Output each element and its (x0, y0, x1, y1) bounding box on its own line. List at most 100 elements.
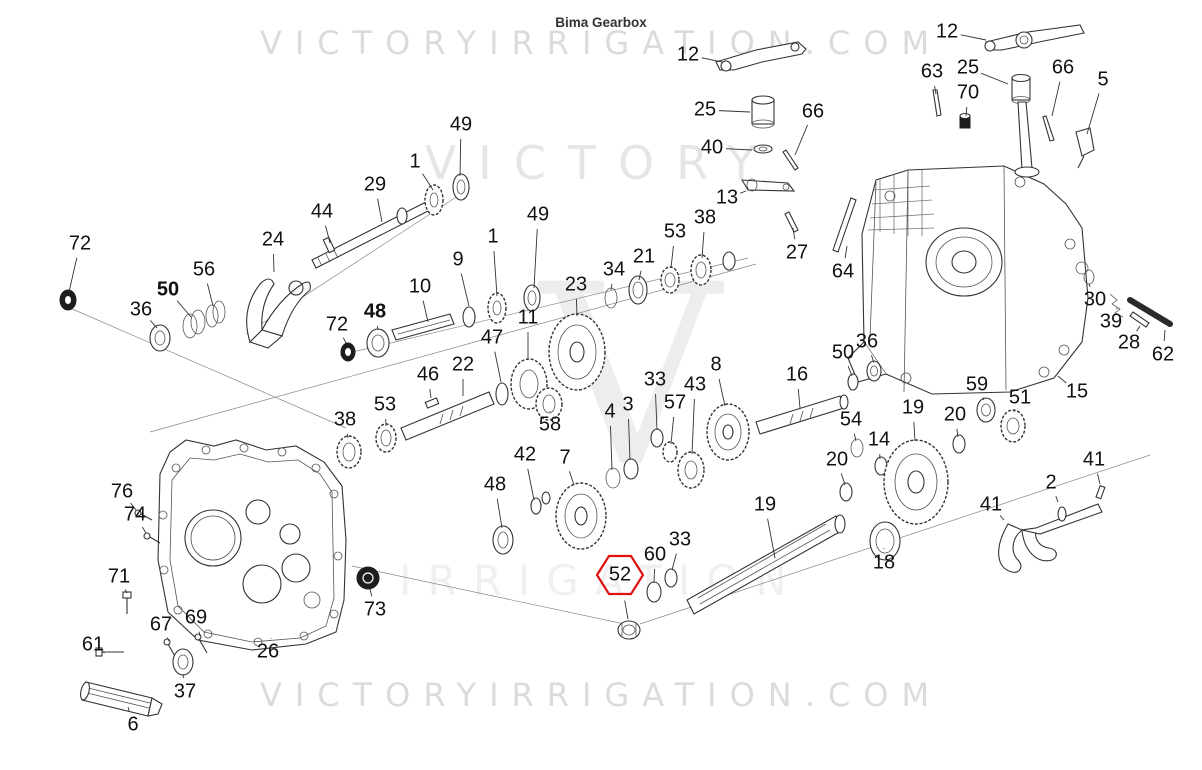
part-label: 2 (1045, 471, 1057, 494)
part-label: 16 (785, 363, 809, 386)
part-label: 8 (710, 353, 722, 376)
part-label: 37 (173, 680, 197, 703)
part-label: 20 (943, 403, 967, 426)
shift-fork-right (998, 484, 1106, 573)
part-label: 66 (1051, 56, 1075, 79)
part-label: 6 (127, 713, 139, 736)
part-label: 49 (449, 113, 473, 136)
part-label: 67 (149, 613, 173, 636)
part-label: 63 (920, 60, 944, 83)
part-label: 39 (1099, 310, 1123, 333)
part-label: 1 (409, 150, 421, 173)
part-label: 25 (693, 98, 717, 121)
part-label: 51 (1008, 386, 1032, 409)
countershaft-assembly (336, 391, 495, 469)
part-label: 50 (156, 278, 180, 301)
part-label: 40 (700, 136, 724, 159)
part-label: 21 (632, 245, 656, 268)
part-label: 20 (825, 448, 849, 471)
part-label: 72 (68, 232, 92, 255)
part-label: 15 (1065, 380, 1089, 403)
part-label: 33 (668, 528, 692, 551)
part-label: 73 (363, 598, 387, 621)
mainshaft-row (492, 394, 849, 555)
part-label: 60 (643, 543, 667, 566)
part-label: 18 (872, 551, 896, 574)
part-label: 29 (363, 173, 387, 196)
part-label: 69 (184, 606, 208, 629)
part-label-highlighted: 52 (608, 563, 632, 586)
part-label: 22 (451, 353, 475, 376)
part-label: 70 (956, 81, 980, 104)
part-label: 19 (753, 493, 777, 516)
part-label: 42 (513, 443, 537, 466)
top-shaft-assembly (311, 173, 470, 269)
highlight-hexagon (595, 554, 645, 596)
part-label: 11 (517, 306, 539, 329)
part-label: 7 (559, 446, 571, 469)
shift-fork-left (246, 278, 311, 349)
part-label: 38 (693, 206, 717, 229)
part-label: 72 (325, 313, 349, 336)
part-label: 26 (256, 640, 280, 663)
part-label: 36 (855, 330, 879, 353)
part-label: 4 (604, 400, 616, 423)
cover-plate (157, 439, 347, 651)
part-label: 36 (129, 298, 153, 321)
part-label: 28 (1117, 331, 1141, 354)
gear-case (847, 165, 1089, 395)
part-label: 13 (715, 186, 739, 209)
part-label: 9 (452, 248, 464, 271)
part-label: 59 (965, 373, 989, 396)
part-label: 38 (333, 408, 357, 431)
part-label: 50 (831, 341, 855, 364)
central-gear-cluster (495, 313, 606, 421)
part-label: 3 (622, 393, 634, 416)
small-parts-left (59, 289, 226, 352)
part-label: 47 (480, 326, 504, 349)
part-label: 27 (785, 241, 809, 264)
part-label: 74 (123, 503, 147, 526)
part-label: 48 (483, 473, 507, 496)
part-label: 10 (408, 275, 432, 298)
part-label: 48 (363, 300, 387, 323)
part-label: 54 (839, 408, 863, 431)
part-label: 62 (1151, 343, 1175, 366)
part-label: 5 (1097, 68, 1109, 91)
part-label: 57 (663, 391, 687, 414)
part-label: 41 (979, 493, 1003, 516)
part-label: 41 (1082, 448, 1106, 471)
part-label: 46 (416, 363, 440, 386)
shifter-lever-center (715, 41, 857, 253)
input-shaft-row (340, 251, 736, 362)
part-label: 64 (831, 260, 855, 283)
diagram-title: Bima Gearbox (555, 15, 647, 30)
part-label: 66 (801, 100, 825, 123)
right-gear-train (847, 360, 1026, 525)
part-label: 25 (956, 56, 980, 79)
part-label: 30 (1083, 288, 1107, 311)
small-parts-right (1083, 269, 1173, 328)
part-label: 12 (676, 43, 700, 66)
part-label: 23 (564, 273, 588, 296)
part-label: 53 (373, 393, 397, 416)
part-label: 24 (261, 228, 285, 251)
part-label: 49 (526, 203, 550, 226)
output-shaft-row (617, 482, 901, 640)
part-label: 34 (602, 258, 626, 281)
part-label: 43 (683, 373, 707, 396)
part-label: 14 (867, 428, 891, 451)
part-label: 33 (643, 368, 667, 391)
part-label: 44 (310, 200, 334, 223)
part-label: 19 (901, 396, 925, 419)
part-label: 61 (81, 633, 105, 656)
part-label: 76 (110, 480, 134, 503)
leader-lines (68, 34, 1166, 712)
part-label: 56 (192, 258, 216, 281)
part-label: 12 (935, 20, 959, 43)
part-label: 58 (538, 413, 562, 436)
shifter-lever-right (932, 24, 1095, 178)
part-label: 71 (107, 565, 131, 588)
